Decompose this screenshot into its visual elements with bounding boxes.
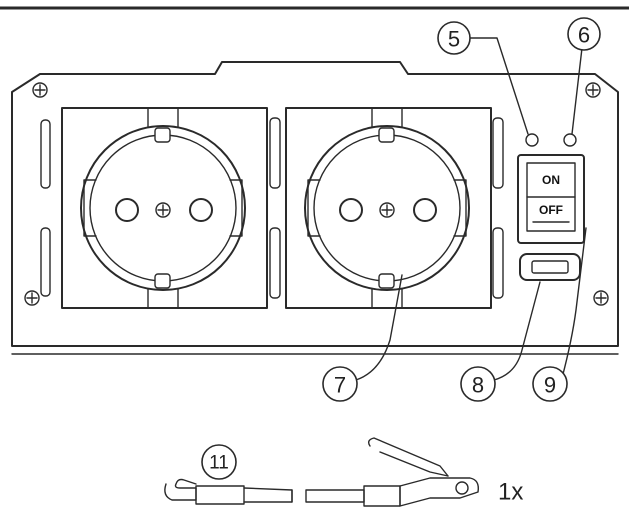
- center-slot-lower: [269, 227, 281, 299]
- screw-bottom-right-icon: [593, 290, 609, 306]
- svg-text:8: 8: [472, 373, 484, 398]
- switch-off-label: OFF: [539, 203, 563, 217]
- front-panel: [11, 61, 619, 355]
- socket-left: [61, 107, 268, 309]
- svg-text:11: 11: [209, 453, 229, 474]
- fork-terminal-icon: [164, 478, 197, 501]
- socket-right-center-screw-icon: [379, 202, 395, 218]
- leader-line-8: [493, 281, 541, 381]
- right-slot-lower: [492, 227, 504, 299]
- panel-outline: [11, 61, 619, 347]
- svg-text:9: 9: [544, 373, 556, 398]
- usb-port: [519, 253, 581, 281]
- leader-line-6: [571, 47, 583, 135]
- socket-right-pin-hole-2: [413, 198, 437, 222]
- socket-left-pin-hole-2: [189, 198, 213, 222]
- left-slot-upper: [40, 119, 51, 189]
- accessory-quantity: 1x: [498, 479, 523, 506]
- callout-11: 11: [201, 444, 237, 480]
- indicator-led-6: [563, 133, 577, 147]
- left-slot-lower: [40, 227, 51, 297]
- switch-on-label: ON: [542, 173, 560, 187]
- socket-right: [285, 107, 492, 309]
- right-slot-upper: [492, 117, 504, 189]
- callout-9: 9: [532, 366, 568, 402]
- callout-7: 7: [322, 366, 358, 402]
- svg-text:6: 6: [578, 23, 590, 48]
- alligator-clip-icon: [399, 477, 480, 507]
- indicator-led-5: [525, 133, 539, 147]
- leader-line-7: [355, 274, 403, 381]
- socket-left-pin-hole-1: [115, 198, 139, 222]
- callout-6: 6: [567, 17, 601, 51]
- svg-text:5: 5: [448, 27, 460, 52]
- svg-text:7: 7: [334, 373, 346, 398]
- socket-left-center-screw-icon: [155, 202, 171, 218]
- leader-line-5: [462, 37, 529, 135]
- leader-line-9: [561, 227, 587, 379]
- callout-8: 8: [460, 366, 496, 402]
- cable-with-clip: [164, 437, 480, 507]
- power-switch[interactable]: ON OFF: [517, 154, 585, 244]
- socket-right-pin-hole-1: [339, 198, 363, 222]
- screw-top-right-icon: [585, 82, 601, 98]
- callout-5: 5: [437, 21, 471, 55]
- center-slot-upper: [269, 117, 281, 189]
- screw-bottom-left-icon: [24, 290, 40, 306]
- screw-top-left-icon: [32, 82, 48, 98]
